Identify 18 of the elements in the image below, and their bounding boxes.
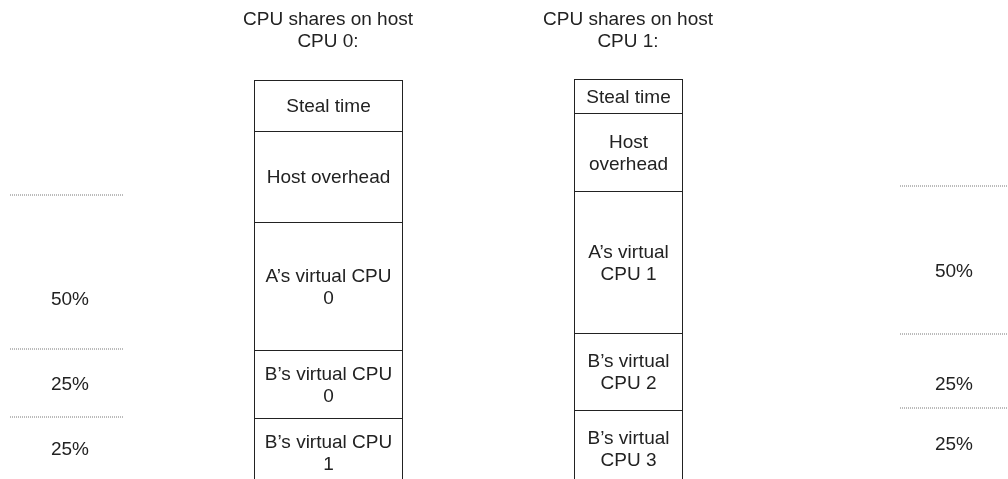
- percentage-label: 25%: [934, 433, 974, 455]
- percentage-label: 25%: [934, 373, 974, 395]
- share-box: Host overhead: [574, 113, 683, 192]
- percentage-label: 25%: [50, 373, 90, 395]
- share-box: A’s virtual CPU 1: [574, 191, 683, 334]
- share-box: A’s virtual CPU 0: [254, 222, 403, 351]
- share-box: Steal time: [254, 80, 403, 132]
- share-box: B’s virtual CPU 2: [574, 333, 683, 411]
- share-box: B’s virtual CPU 0: [254, 350, 403, 419]
- share-box: Host overhead: [254, 131, 403, 223]
- column-heading: CPU shares on host CPU 1:: [542, 8, 714, 52]
- share-box: B’s virtual CPU 3: [574, 410, 683, 479]
- column-heading: CPU shares on host CPU 0:: [242, 8, 414, 52]
- share-box: B’s virtual CPU 1: [254, 418, 403, 479]
- percentage-label: 50%: [934, 260, 974, 282]
- percentage-label: 50%: [50, 288, 90, 310]
- share-box: Steal time: [574, 79, 683, 114]
- percentage-label: 25%: [50, 438, 90, 460]
